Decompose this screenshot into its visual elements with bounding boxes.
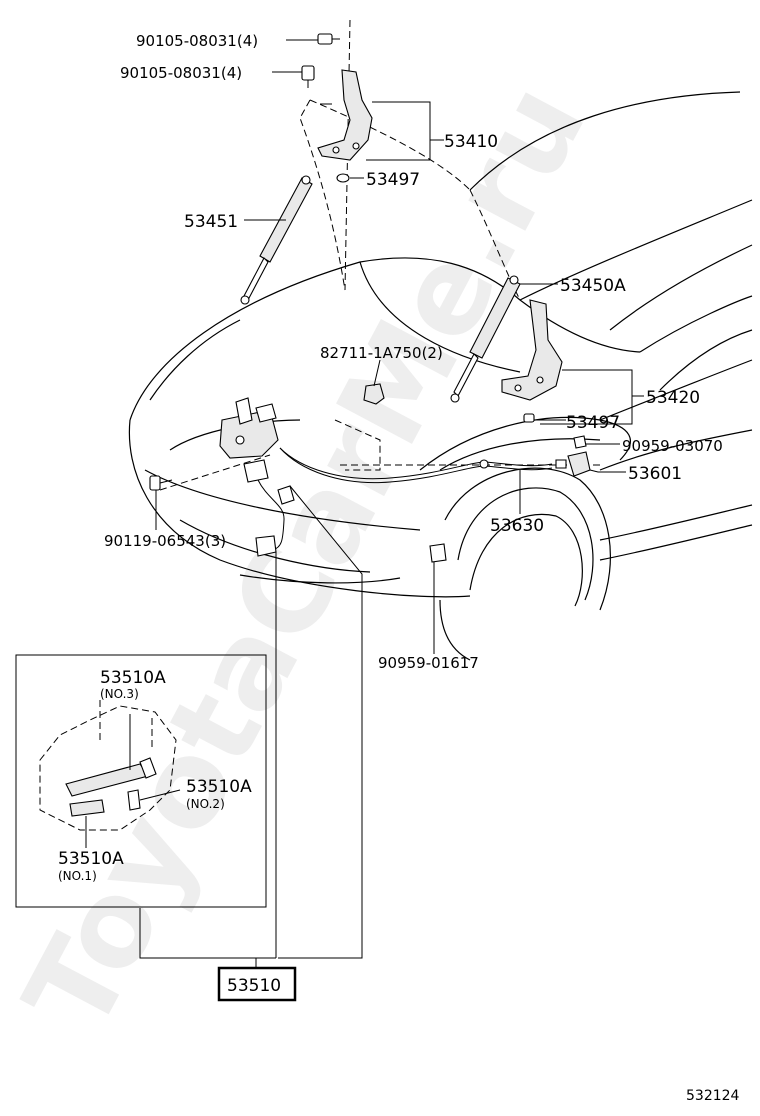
leader-lines [139,39,644,968]
detail-inset-frame [15,654,267,908]
label-cable: 53630 [490,516,544,536]
release-cable [279,447,553,480]
label-bolt-a: 90105-08031(4) [136,32,258,50]
label-sub-no2-note: (NO.2) [186,797,225,811]
cable-clamp [429,543,447,563]
label-cushion-lower: 53497 [566,413,620,433]
label-cushion-upper: 53497 [366,170,420,190]
hood-hinge-upper [317,69,373,161]
latch-switch [255,535,277,557]
label-clip-hood: 82711-1A750(2) [320,344,443,362]
label-sub-no1-part: 53510A [58,849,124,869]
cushion-washer-lower [523,413,535,423]
label-sub-no3-note: (NO.3) [100,687,139,701]
label-screw-latch: 90119-06543(3) [104,532,226,550]
release-lever [567,451,591,477]
label-lever: 53601 [628,464,682,484]
label-stay-right: 53450A [560,276,626,296]
gas-stay-left [240,175,313,305]
bolt-icon [301,65,315,88]
figure-number: 532124 [686,1088,740,1104]
label-clamp-right: 90959-03070 [622,437,723,455]
gas-stay-right [450,275,521,403]
label-sub-no3-part: 53510A [100,668,166,688]
label-latch-assy: 53510 [227,976,281,996]
latch-connector [243,459,269,483]
label-stay-left: 53451 [184,212,238,232]
label-sub-no2-part: 53510A [186,777,252,797]
bolt-icon [317,33,340,45]
latch-assy-box [217,966,297,1002]
detail-inset [39,700,181,848]
clamp-icon [573,435,587,449]
hood-hinge-lower [501,299,563,401]
label-bolt-b: 90105-08031(4) [120,64,242,82]
label-hinge-upper: 53410 [444,132,498,152]
hood-clip [363,383,385,405]
label-hinge-lower: 53420 [646,388,700,408]
cushion-washer-upper [336,173,350,183]
label-clamp-lower: 90959-01617 [378,654,479,672]
watermark: ToyotaCarMe.ru [0,62,612,1053]
screw-icon [149,475,173,491]
label-sub-no1-note: (NO.1) [58,869,97,883]
hood-lock-latch [219,397,279,459]
